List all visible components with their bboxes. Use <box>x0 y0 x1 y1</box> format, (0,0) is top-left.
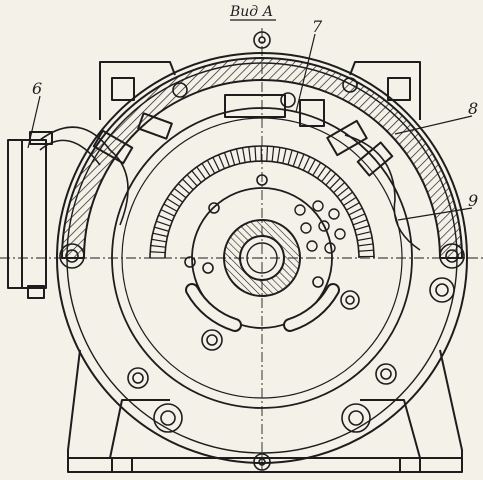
view-title: Вид А <box>229 4 273 20</box>
commutator-tooth <box>352 219 368 226</box>
commutator-tooth <box>163 203 178 212</box>
commutator-tooth <box>336 186 350 198</box>
commutator-tooth <box>156 220 171 227</box>
callout-7: 7 <box>312 17 323 36</box>
commutator-tooth <box>151 238 167 243</box>
commutator-tooth <box>173 187 187 199</box>
cable-right <box>344 134 421 251</box>
commutator-tooth <box>329 177 341 190</box>
commutator-tooth <box>170 192 184 203</box>
commutator-tooth <box>276 147 281 163</box>
brush-holder-left <box>92 112 173 165</box>
commutator-tooth <box>350 213 366 221</box>
commutator-tooth <box>346 202 360 211</box>
commutator-tooth <box>348 207 363 216</box>
commutator-tooth <box>356 231 372 236</box>
callout-9: 9 <box>468 191 478 210</box>
commutator-tooth <box>358 249 374 252</box>
commutator-tooth <box>321 169 332 182</box>
commutator-tooth <box>196 166 207 180</box>
mounting-base <box>67 349 463 473</box>
leader-lines <box>27 19 473 221</box>
commutator-tooth <box>191 170 202 183</box>
commutator-tooth <box>150 251 166 254</box>
commutator-tooth <box>254 146 257 162</box>
commutator-tooth <box>218 154 225 169</box>
commutator-tooth <box>166 198 181 208</box>
cover-arc <box>61 57 463 259</box>
commutator-tooth <box>248 146 252 162</box>
commutator-tooth <box>212 157 221 172</box>
commutator-tooth <box>282 148 287 164</box>
commutator-teeth <box>150 145 374 259</box>
commutator-tooth <box>333 182 346 194</box>
commutator-tooth <box>297 153 305 169</box>
commutator-tooth <box>292 151 299 167</box>
commutator-tooth <box>357 237 373 242</box>
cable-left <box>39 126 129 226</box>
commutator-tooth <box>177 183 190 195</box>
commutator-tooth <box>340 191 353 202</box>
commutator-tooth <box>150 244 166 248</box>
commutator-tooth <box>354 225 370 231</box>
commutator-tooth <box>235 148 241 164</box>
commutator-tooth <box>266 146 269 162</box>
commutator-tooth <box>154 226 169 232</box>
commutator-tooth <box>302 156 311 171</box>
commutator-tooth <box>223 152 231 167</box>
callout-8: 8 <box>468 99 478 118</box>
commutator-tooth <box>229 150 236 166</box>
commutator-tooth <box>316 165 327 179</box>
commutator-tooth <box>358 243 374 247</box>
commutator-tooth <box>186 174 198 187</box>
commutator-tooth <box>307 159 316 173</box>
terminal-box <box>7 131 53 299</box>
commutator-tooth <box>201 163 211 177</box>
commutator-tooth <box>160 209 175 217</box>
commutator-tooth <box>312 162 322 176</box>
commutator-tooth <box>325 173 337 186</box>
commutator-tooth <box>287 149 293 165</box>
commutator-tooth <box>152 232 168 238</box>
winding-holes <box>294 200 346 254</box>
callout-6: 6 <box>32 79 42 98</box>
commutator-tooth <box>158 214 173 222</box>
commutator-tooth <box>241 147 246 163</box>
center-lines <box>0 28 483 472</box>
commutator-tooth <box>182 178 194 191</box>
commutator-tooth <box>206 159 216 174</box>
commutator-tooth <box>271 146 275 162</box>
commutator-tooth <box>343 196 357 206</box>
brush-holder-right <box>326 119 394 177</box>
top-flange <box>99 61 421 120</box>
